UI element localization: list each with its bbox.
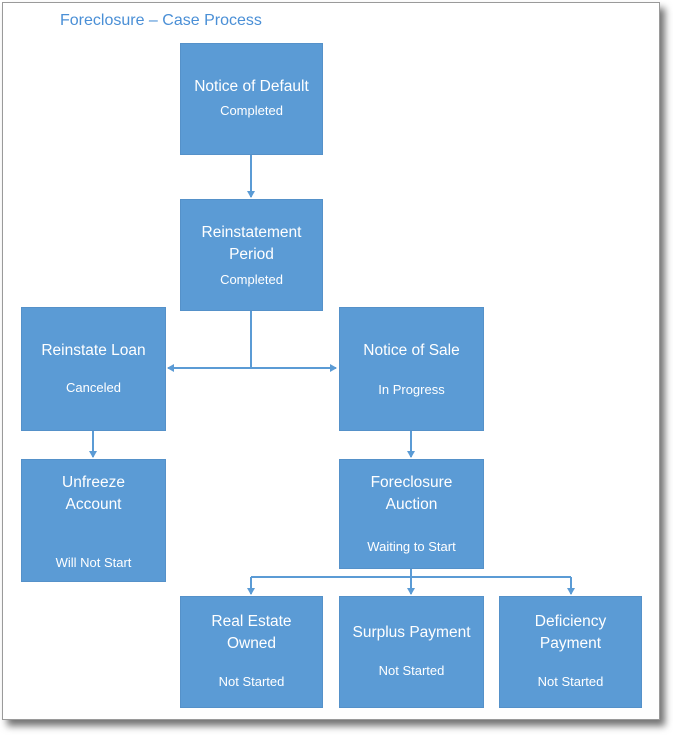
node-status: Not Started [378, 663, 445, 678]
node-unfreeze-account: Unfreeze Account Will Not Start [21, 459, 166, 582]
node-notice-of-sale: Notice of Sale In Progress [339, 307, 484, 431]
node-status: Completed [220, 103, 283, 118]
node-status: Not Started [218, 674, 285, 689]
node-label: Notice of Sale [363, 342, 460, 359]
diagram-window: Foreclosure – Case Process Notice of Def… [2, 2, 660, 720]
node-label: Reinstatement Period [201, 224, 302, 263]
node-label: Foreclosure Auction [370, 474, 453, 513]
node-status: Waiting to Start [367, 539, 456, 554]
node-status: Canceled [66, 380, 121, 395]
node-notice-of-default: Notice of Default Completed [180, 43, 323, 155]
node-reinstatement-period: Reinstatement Period Completed [180, 199, 323, 311]
node-label: Deficiency Payment [534, 613, 607, 652]
node-status: Will Not Start [55, 555, 132, 570]
node-surplus-payment: Surplus Payment Not Started [339, 596, 484, 708]
node-deficiency-payment: Deficiency Payment Not Started [499, 596, 642, 708]
node-status: Completed [220, 272, 283, 287]
node-label: Real Estate Owned [211, 613, 292, 652]
node-label: Reinstate Loan [41, 342, 146, 359]
connectors [89, 155, 575, 595]
node-label: Surplus Payment [352, 624, 471, 641]
node-label: Notice of Default [194, 78, 309, 95]
diagram-title: Foreclosure – Case Process [60, 12, 262, 29]
node-foreclosure-auction: Foreclosure Auction Waiting to Start [339, 459, 484, 569]
node-reinstate-loan: Reinstate Loan Canceled [21, 307, 166, 431]
node-status: In Progress [378, 382, 445, 397]
node-status: Not Started [537, 674, 604, 689]
node-real-estate-owned: Real Estate Owned Not Started [180, 596, 323, 708]
node-label: Unfreeze Account [62, 474, 125, 513]
